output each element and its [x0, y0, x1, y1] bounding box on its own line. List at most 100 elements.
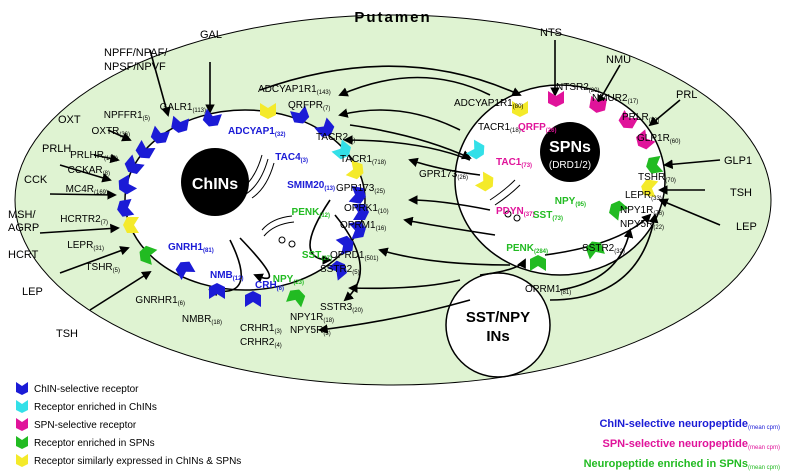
receptor-oprm1-icon [353, 204, 369, 220]
spn-peptide-1-name: TAC1 [496, 157, 522, 168]
chin-receptor-3-name: PRLHR [70, 150, 104, 161]
chin-cell [124, 109, 366, 291]
chin-receptor-9: GNRHR1(6) [135, 295, 185, 307]
chin-receptor-24-name: ADCYAP1R1 [258, 84, 317, 95]
chin-receptor-4-name: CCKAR [68, 165, 103, 176]
spn-receptor-10-value: (81) [561, 290, 572, 296]
receptor-npy1r-icon [286, 289, 306, 308]
vesicle-marks [239, 154, 521, 248]
spn-peptide-2-value: (37) [524, 212, 535, 218]
spn-receptor-0-value: (80) [513, 104, 524, 110]
legend-right-text-1: SPN-selective neuropeptide [602, 438, 748, 450]
spn-receptor-9-value: (32) [614, 249, 625, 255]
spn-green-peptide-2-name: PENK [506, 243, 535, 254]
chin-receptor-24-value: (143) [317, 90, 331, 96]
chin-receptor-8: TSHR(5) [85, 262, 120, 274]
chin-receptor-14-value: (3) [323, 331, 330, 337]
chin-receptor-17-value: (501) [364, 256, 378, 262]
spn-receptor-glp1r-icon [636, 129, 656, 150]
ligand-npff: NPFF/NPAF/ [104, 47, 168, 59]
legend-swatch-4-icon [16, 454, 28, 467]
chin-receptor-23-value: (7) [323, 106, 330, 112]
chin-receptor-11: CRHR1(3) [240, 323, 282, 335]
chin-receptor-12: CRHR2(4) [240, 337, 282, 349]
spn-receptor-2-value: (17) [628, 99, 639, 105]
spn-receptor-6: LEPR(33) [625, 190, 662, 202]
spn-soma [540, 122, 600, 182]
chin-peptide-2: SMIM20(13) [287, 180, 335, 192]
spn-green-peptide-2-value: (284) [534, 249, 548, 255]
chin-receptor-15-value: (20) [352, 308, 363, 314]
ligand-gal: GAL [200, 29, 222, 41]
chin-receptor-15: SSTR3(20) [320, 302, 363, 314]
chin-receptor-13: NPY1R(18) [290, 312, 334, 324]
chin-receptor-8-name: TSHR [85, 262, 112, 273]
chin-receptor-5: MC4R(169) [66, 184, 108, 196]
receptor-gnrhr1-icon [175, 261, 196, 281]
spn-receptor-npy1r-icon [609, 200, 629, 221]
receptor-mc4r-icon [118, 174, 138, 195]
chin-receptor-10-name: NMBR [182, 314, 211, 325]
receptor-gpr173-icon [345, 160, 364, 180]
sstnpy-label-1: SST/NPY [466, 309, 530, 326]
ligand-agrp: AGRP [8, 222, 39, 234]
chin-receptor-14-name: NPY5R [290, 325, 323, 336]
spn-receptor-oprm1-icon [530, 255, 546, 271]
legend-left-label-0: ChIN-selective receptor [34, 384, 139, 395]
spn-green-peptide-1-value: (73) [552, 216, 563, 222]
ligand-npff2: NPSF/NPVF [104, 61, 166, 73]
spn-receptor-1: NTSR2(20) [556, 82, 599, 94]
spn-green-peptide-0-value: (95) [575, 202, 586, 208]
spn-receptor-9-name: SSTR2 [582, 243, 615, 254]
chin-green-peptide-0-value: (12) [319, 213, 330, 219]
chin-peptide-3: GNRH1(81) [168, 242, 214, 254]
chin-receptor-18: OPRM1(16) [340, 220, 386, 232]
chin-receptor-21-value: (718) [372, 160, 386, 166]
ligand-cck: CCK [24, 174, 48, 186]
receptor-tshr-icon [139, 245, 158, 265]
chin-receptor-3: PRLHR(103) [70, 150, 118, 162]
chin-green-peptide-1: SST(27) [302, 250, 332, 262]
receptor-tacr2-icon [314, 117, 335, 137]
chin-receptor-9-name: GNRHR1 [135, 295, 178, 306]
legend-swatch-3-icon [16, 436, 28, 449]
chin-green-peptide-2-value: (23) [293, 280, 304, 286]
spn-receptor-11: TACR1(18) [478, 122, 521, 134]
chin-receptor-19: OPRK1(10) [344, 203, 389, 215]
chin-green-peptide-2: NPY(23) [273, 274, 304, 286]
spn-receptor-9: SSTR2(32) [582, 243, 625, 255]
sstnpy-cell [445, 272, 551, 378]
spn-receptor-adcyap1r1-icon [512, 101, 528, 117]
receptor-hcrtr2-icon [117, 198, 135, 217]
spn-receptor-0: ADCYAP1R1(80) [454, 98, 523, 110]
chin-receptor-23: QRFPR(7) [288, 100, 330, 112]
spn-green-peptide-1: SST(73) [533, 210, 563, 222]
spn-receptor-prlr-icon [618, 109, 639, 129]
ligand-prl: PRL [676, 89, 697, 101]
spn-receptor-3-name: PRLR [622, 112, 649, 123]
chin-peptide-5: CRH(6) [255, 280, 284, 292]
chin-receptor-15-name: SSTR3 [320, 302, 353, 313]
spn-peptide-2: PDYN(37) [496, 206, 534, 218]
spn-receptor-ntsr2-icon [548, 91, 564, 107]
spn-receptor-nmur2-icon [589, 95, 608, 113]
receptor-qrfpr-icon [290, 105, 310, 124]
spn-label: SPNs [549, 139, 591, 156]
chin-receptor-21-name: TACR1 [340, 154, 372, 165]
receptor-npffr1-icon [171, 115, 190, 133]
spn-peptide-0: QRFP(26) [518, 122, 556, 134]
chin-receptor-7-value: (31) [93, 246, 104, 252]
legend-right-text-2: Neuropeptide enriched in SPNs [584, 458, 748, 470]
chin-receptor-20-name: GPR173 [336, 183, 375, 194]
spn-receptor-2-name: NMUR2 [592, 93, 628, 104]
chin-peptide-1: TAC4(3) [275, 152, 308, 164]
spn-peptide-1-value: (73) [521, 163, 532, 169]
chin-peptide-1-name: TAC4 [275, 152, 301, 163]
chin-receptor-2-value: (36) [119, 132, 130, 138]
ligand-glp1: GLP1 [724, 155, 752, 167]
spn-receptor-tshr-icon [646, 155, 664, 174]
legend-swatch-0-icon [16, 382, 28, 395]
ligand-nts: NTS [540, 27, 562, 39]
chin-peptide-4: NMB(12) [210, 270, 243, 282]
